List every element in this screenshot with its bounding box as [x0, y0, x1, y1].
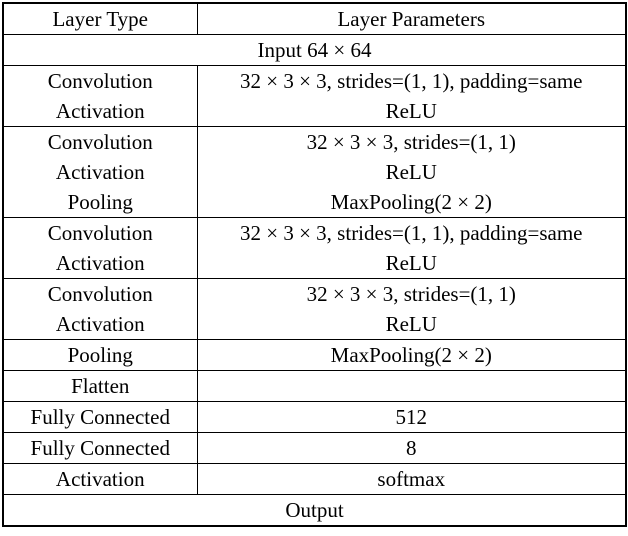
layer-type-cell: Convolution Activation: [2, 65, 198, 127]
table-row-pooling: Pooling MaxPooling(2 × 2): [2, 339, 627, 371]
cell-line: 32 × 3 × 3, strides=(1, 1), padding=same: [240, 221, 583, 245]
table-row-fully-connected-2: Fully Connected 8: [2, 432, 627, 464]
layer-type-cell: Pooling: [2, 339, 198, 371]
cell-line: Convolution: [47, 69, 153, 93]
table-row-conv-block-3: Convolution Activation 32 × 3 × 3, strid…: [2, 217, 627, 279]
cnn-architecture-table: Layer Type Layer Parameters Input 64 × 6…: [2, 2, 627, 527]
layer-params-cell: [196, 370, 627, 402]
cell-line: 32 × 3 × 3, strides=(1, 1), padding=same: [240, 69, 583, 93]
table-row-fully-connected-1: Fully Connected 512: [2, 401, 627, 433]
layer-params-cell: 8: [196, 432, 627, 464]
table-row-input: Input 64 × 64: [2, 34, 627, 66]
layer-params-cell: 32 × 3 × 3, strides=(1, 1) ReLU MaxPooli…: [196, 126, 627, 218]
layer-params-cell: 32 × 3 × 3, strides=(1, 1), padding=same…: [196, 217, 627, 279]
layer-type-cell: Convolution Activation: [2, 217, 198, 279]
cell-line: ReLU: [385, 251, 437, 275]
cell-line: Convolution: [47, 221, 153, 245]
layer-type-cell: Fully Connected: [2, 432, 198, 464]
table-header-row: Layer Type Layer Parameters: [2, 2, 627, 35]
cell-line: 32 × 3 × 3, strides=(1, 1): [306, 282, 516, 306]
header-layer-parameters: Layer Parameters: [196, 2, 627, 35]
table-row-flatten: Flatten: [2, 370, 627, 402]
layer-type-cell: Convolution Activation: [2, 278, 198, 340]
cell-line: Activation: [55, 160, 145, 184]
table-row-output: Output: [2, 494, 627, 527]
cell-line: Activation: [55, 99, 145, 123]
layer-type-cell: Convolution Activation Pooling: [2, 126, 198, 218]
layer-type-cell: Activation: [2, 463, 198, 495]
header-layer-type: Layer Type: [2, 2, 198, 35]
table-row-conv-block-1: Convolution Activation 32 × 3 × 3, strid…: [2, 65, 627, 127]
layer-params-cell: MaxPooling(2 × 2): [196, 339, 627, 371]
table-row-conv-block-4: Convolution Activation 32 × 3 × 3, strid…: [2, 278, 627, 340]
cell-line: Activation: [55, 251, 145, 275]
cell-line: ReLU: [385, 99, 437, 123]
cell-line: MaxPooling(2 × 2): [330, 190, 492, 214]
layer-params-cell: 32 × 3 × 3, strides=(1, 1) ReLU: [196, 278, 627, 340]
table-row-activation-softmax: Activation softmax: [2, 463, 627, 495]
cell-line: Convolution: [47, 130, 153, 154]
layer-type-cell: Flatten: [2, 370, 198, 402]
cell-line: Convolution: [47, 282, 153, 306]
input-cell: Input 64 × 64: [2, 34, 627, 66]
cell-line: ReLU: [385, 312, 437, 336]
cell-line: Activation: [55, 312, 145, 336]
cell-line: Pooling: [67, 190, 133, 214]
layer-type-cell: Fully Connected: [2, 401, 198, 433]
cell-line: ReLU: [385, 160, 437, 184]
cell-line: 32 × 3 × 3, strides=(1, 1): [306, 130, 516, 154]
layer-params-cell: 32 × 3 × 3, strides=(1, 1), padding=same…: [196, 65, 627, 127]
table-row-conv-block-2: Convolution Activation Pooling 32 × 3 × …: [2, 126, 627, 218]
layer-params-cell: 512: [196, 401, 627, 433]
layer-params-cell: softmax: [196, 463, 627, 495]
output-cell: Output: [2, 494, 627, 527]
